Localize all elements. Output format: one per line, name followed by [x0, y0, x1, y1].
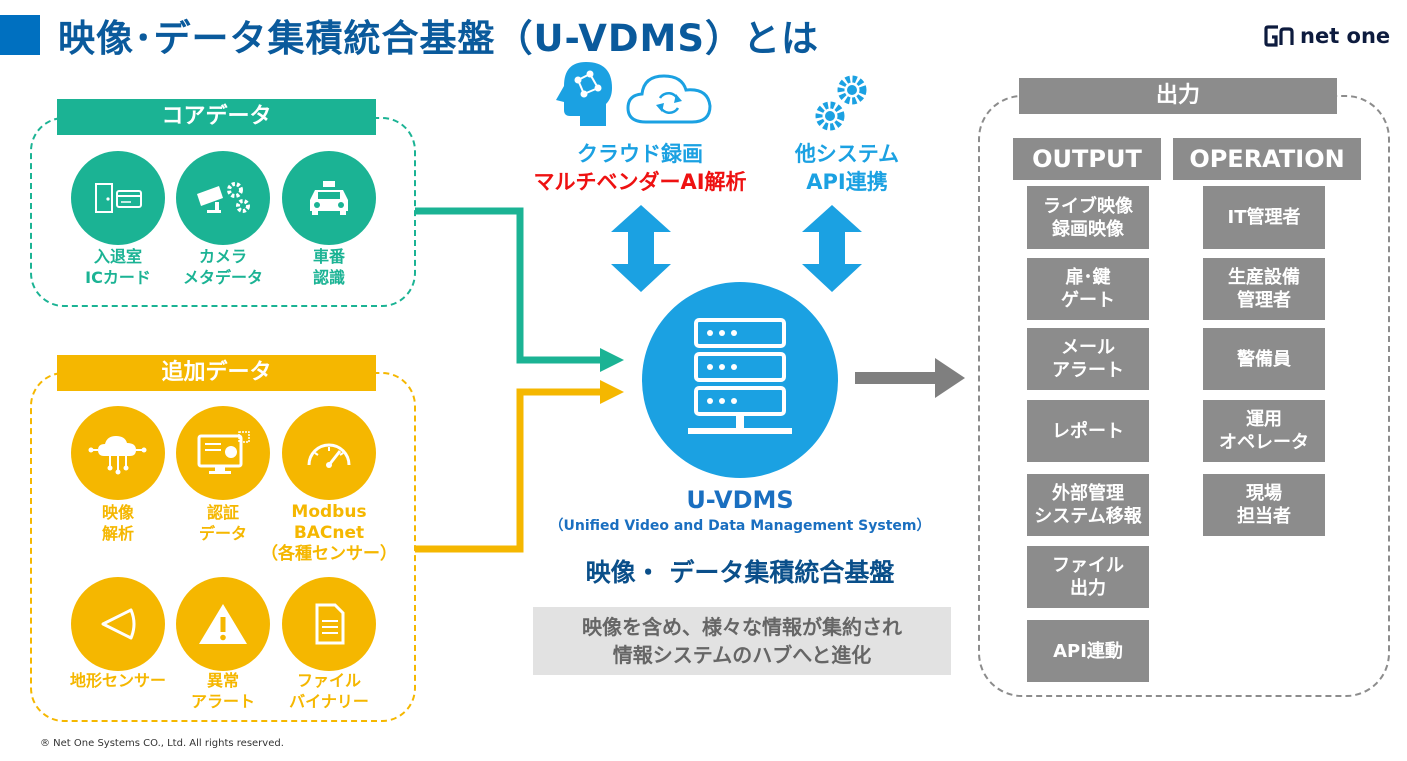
- additional-item-4-caption: 地形センサー: [69, 671, 166, 690]
- gauge-icon: [282, 406, 376, 500]
- page-title: 映像･データ集積統合基盤（U-VDMS）とは: [58, 17, 820, 60]
- uvdms-hub: [642, 282, 838, 478]
- car-icon: [282, 151, 376, 245]
- auth-screen-icon: [176, 406, 270, 500]
- core-item-2-caption: カメラメタデータ: [182, 247, 263, 287]
- center-description-line2: 情報システムのハブへと進化: [612, 643, 872, 667]
- cloud-recording-line2: マルチベンダーAI解析: [533, 170, 747, 194]
- uvdms-name: U-VDMS: [686, 486, 794, 514]
- additional-item-6-caption: ファイルバイナリー: [289, 671, 369, 711]
- output-file: ファイル出力: [1027, 546, 1149, 608]
- server-stack-icon: [688, 318, 792, 434]
- uvdms-fullname: （Unified Video and Data Management Syste…: [549, 518, 931, 534]
- api-link-line2: API連携: [806, 170, 888, 194]
- logo-text: net one: [1300, 24, 1391, 48]
- camera-gears-icon: [176, 151, 270, 245]
- company-logo: net one: [1264, 24, 1390, 48]
- file-icon: [282, 577, 376, 671]
- output-label: 出力: [1019, 78, 1337, 114]
- operation-facility-admin: 生産設備管理者: [1203, 258, 1325, 320]
- netone-logo-icon: [1264, 25, 1294, 47]
- core-arrowhead: [600, 348, 624, 372]
- additional-data-label: 追加データ: [57, 355, 376, 391]
- output-mail-alert: メールアラート: [1027, 328, 1149, 390]
- additional-item-5-caption: 異常アラート: [190, 671, 255, 711]
- output-external-system: 外部管理システム移報: [1027, 474, 1149, 536]
- center-description-line1: 映像を含め、様々な情報が集約され: [582, 615, 902, 639]
- copyright-footer: ® Net One Systems CO., Ltd. All rights r…: [40, 738, 284, 749]
- additional-item-1-caption: 映像解析: [101, 503, 134, 543]
- cloud-sync-icon: [626, 74, 712, 124]
- api-link-label: 他システム API連携: [762, 140, 932, 196]
- cloud-recording-label: クラウド録画 マルチベンダーAI解析: [500, 140, 780, 196]
- door-card-icon: [71, 151, 165, 245]
- output-column-header: OUTPUT: [1013, 138, 1161, 180]
- core-item-3-caption: 車番認識: [312, 247, 345, 287]
- additional-item-2-caption: 認証データ: [198, 503, 247, 543]
- output-door-gate: 扉･鍵ゲート: [1027, 258, 1149, 320]
- core-connector: [415, 207, 603, 364]
- operation-operator: 運用オペレータ: [1203, 400, 1325, 462]
- additional-arrowhead: [600, 380, 624, 404]
- cloud-network-icon: [71, 406, 165, 500]
- operation-it-admin: IT管理者: [1203, 186, 1325, 249]
- output-report: レポート: [1027, 400, 1149, 462]
- api-link-line1: 他システム: [794, 142, 900, 166]
- additional-connector: [415, 388, 603, 553]
- core-data-label: コアデータ: [57, 99, 376, 135]
- cloud-double-arrow: [611, 205, 671, 292]
- center-subtitle: 映像・ データ集積統合基盤: [585, 558, 895, 587]
- warning-icon: [176, 577, 270, 671]
- cloud-recording-line1: クラウド録画: [577, 142, 703, 166]
- api-double-arrow: [802, 205, 862, 292]
- gears-icon: [815, 75, 867, 131]
- ai-head-icon: [556, 62, 612, 126]
- output-api: API連動: [1027, 620, 1149, 682]
- center-description: 映像を含め、様々な情報が集約され 情報システムのハブへと進化: [533, 607, 951, 675]
- output-arrowhead: [935, 358, 965, 398]
- output-arrow-shaft: [855, 372, 943, 384]
- title-accent-bar: [0, 15, 40, 55]
- operation-column-header: OPERATION: [1173, 138, 1361, 180]
- operation-field-staff: 現場担当者: [1203, 474, 1325, 536]
- sensor-icon: [71, 577, 165, 671]
- output-live-video: ライブ映像録画映像: [1027, 186, 1149, 249]
- operation-security-guard: 警備員: [1203, 328, 1325, 390]
